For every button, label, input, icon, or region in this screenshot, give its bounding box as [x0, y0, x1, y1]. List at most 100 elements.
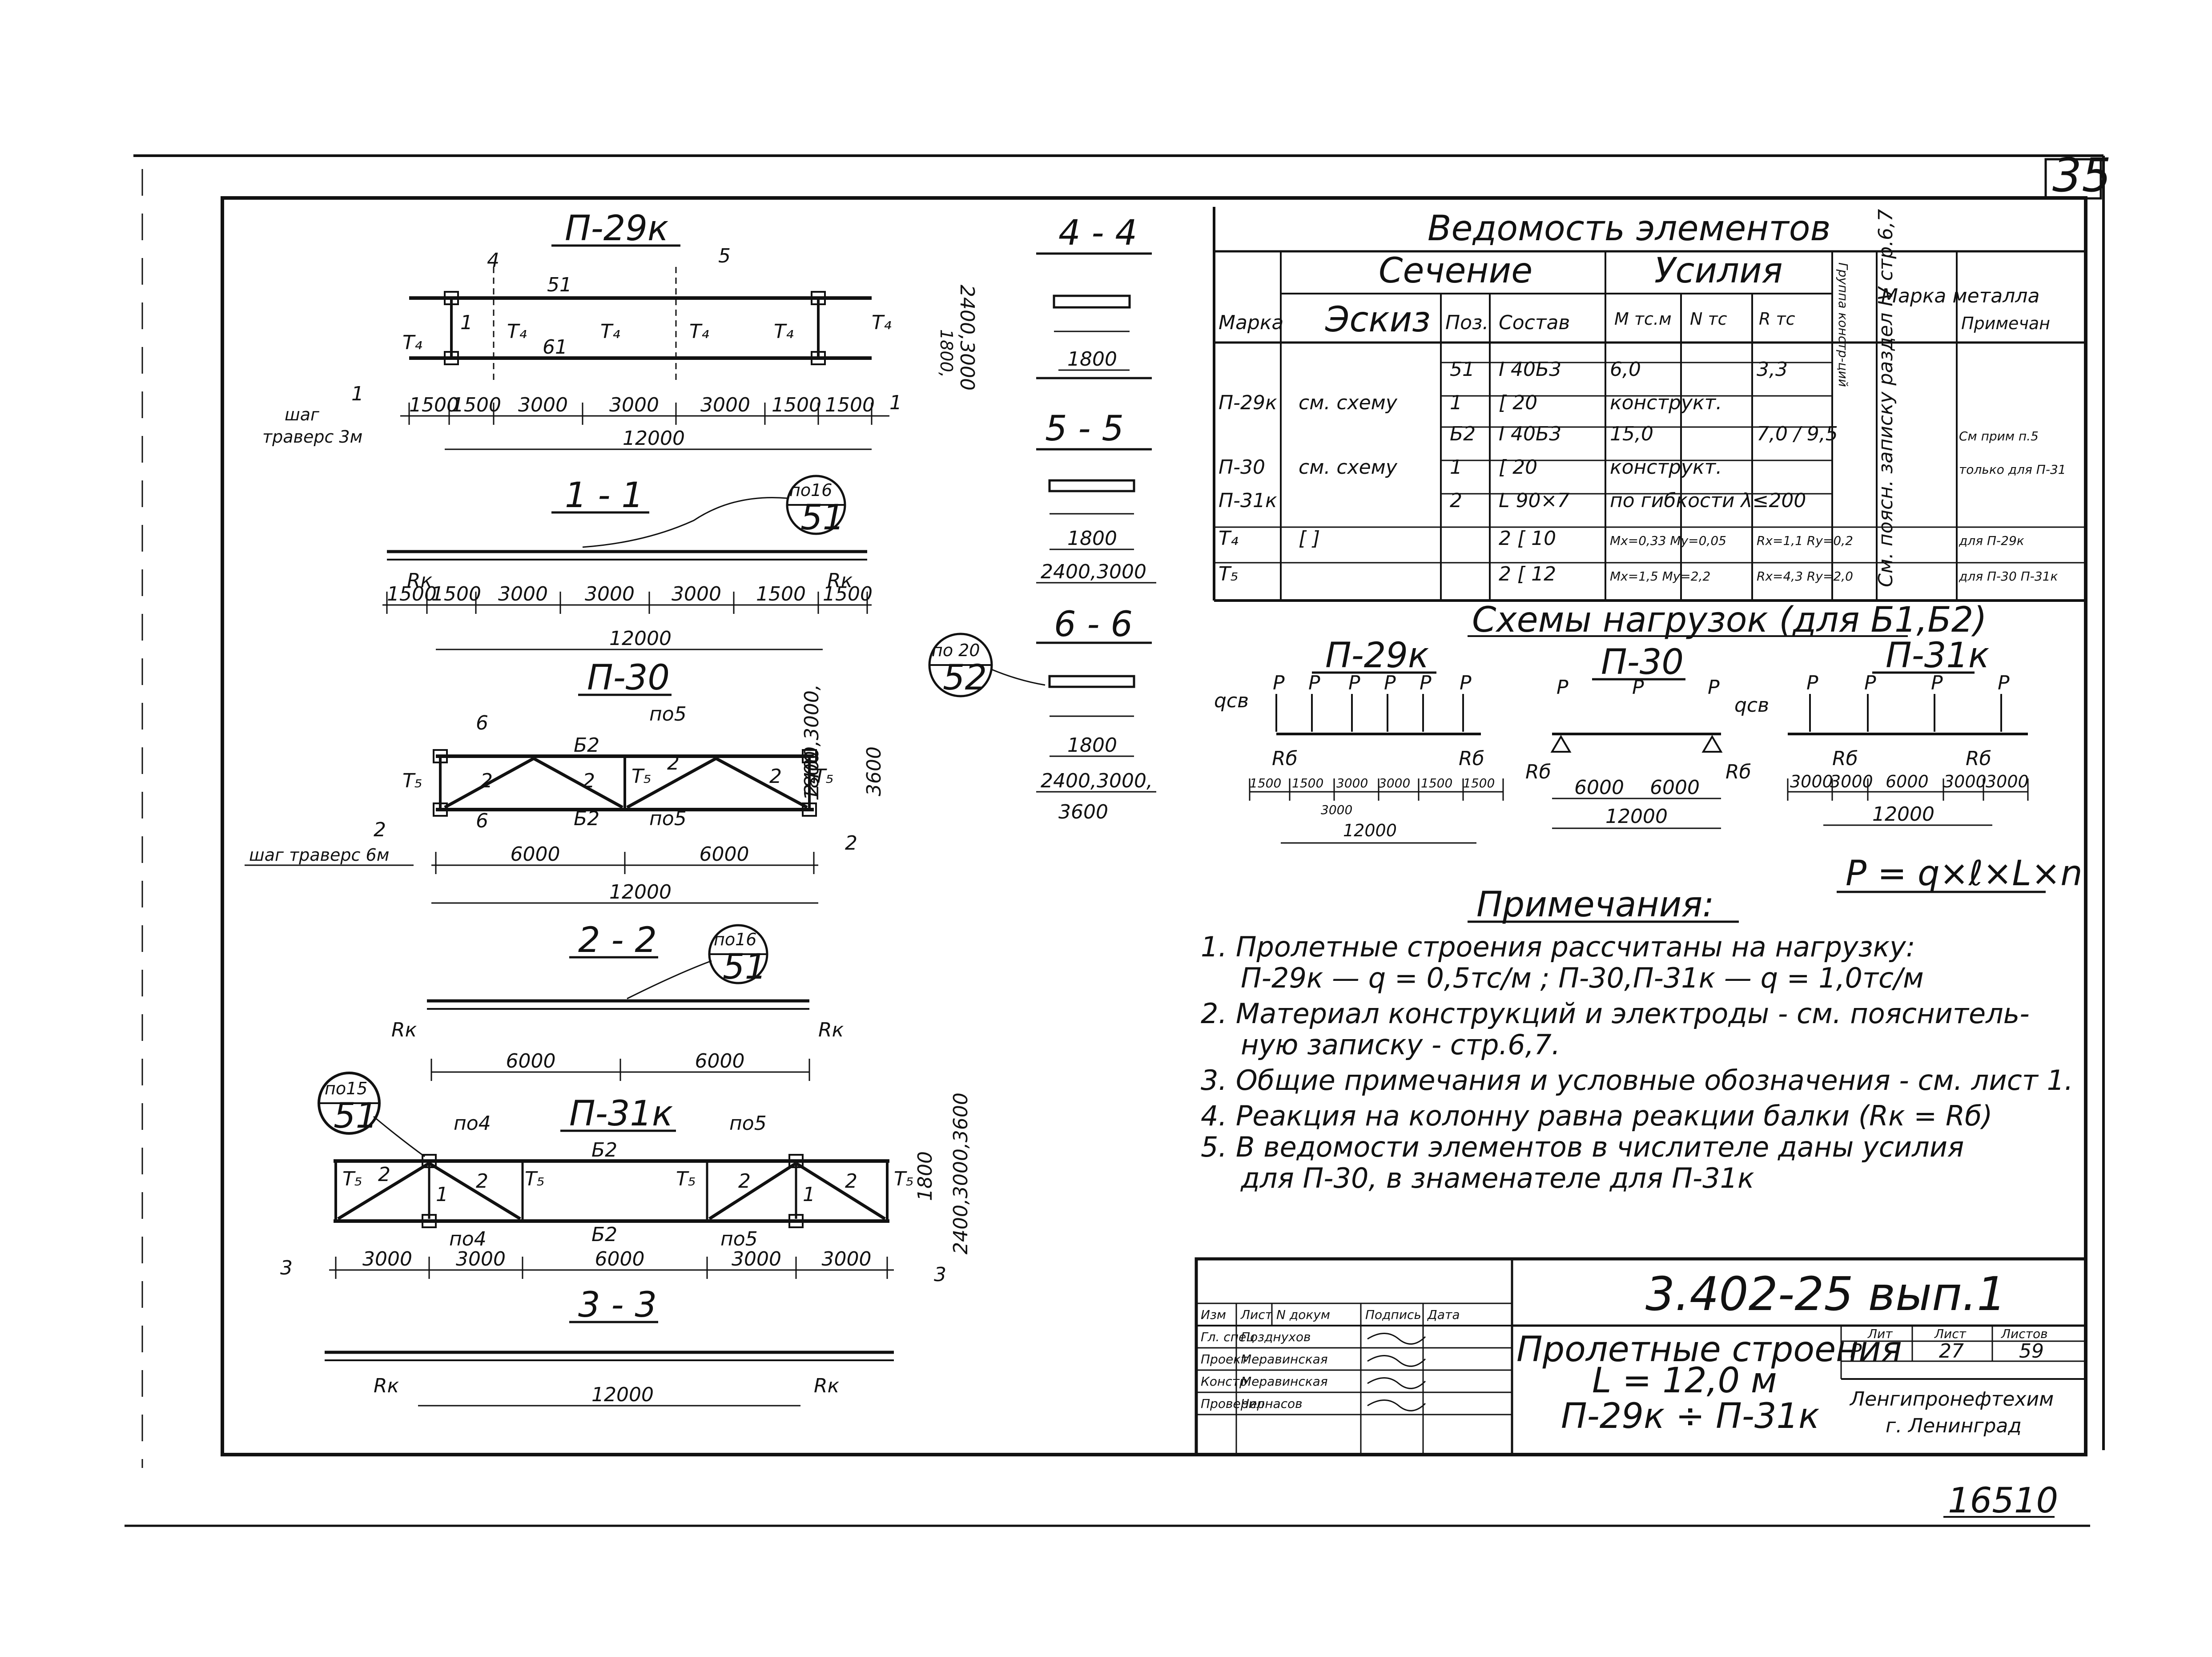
tb-signature — [1367, 1377, 1426, 1389]
p31k-h1: 1800 — [914, 1151, 937, 1201]
p29k-height2: 2400,3000 — [956, 285, 978, 391]
s33-total: 12000 — [591, 1383, 654, 1406]
sheet-number: 35 — [2052, 148, 2111, 202]
p30-cut-top: 6 — [476, 712, 488, 734]
cell-mark: T₄ — [1219, 527, 1239, 550]
p29k-step-label: шаг — [285, 405, 320, 424]
s22-dims-label: 6000 — [695, 1050, 745, 1072]
load-schemes: Схемы нагрузок (для Б1,Б2) П-29к qсв P P P… — [1214, 600, 2083, 894]
load-p30: П-30 P P P qсв Rб Rб 6000 6000 12000 — [1525, 642, 1769, 829]
notes: Примечания: 1. Пролетные строения рассчи… — [1201, 885, 2073, 1194]
load-p30-rb-left: Rб — [1525, 761, 1551, 783]
force-label: P — [1460, 672, 1472, 694]
loads-title: Схемы нагрузок (для Б1,Б2) — [1472, 600, 1987, 640]
load-p29k-dims-label: 3000 — [1379, 776, 1410, 790]
tb-person: Позднухов — [1241, 1330, 1311, 1344]
p29k-cut-a: 4 — [487, 249, 499, 272]
s11-dims-label: 3000 — [672, 583, 721, 605]
th-n: N тс — [1690, 309, 1727, 329]
s11-title: 1 - 1 — [565, 476, 643, 516]
cell-mark: П-30 — [1219, 456, 1265, 479]
load-p31k-dims-label: 3000 — [1943, 772, 1987, 791]
load-p29k-rb-right: Rб — [1459, 747, 1484, 770]
tb-role: Гл. спец — [1201, 1330, 1255, 1344]
load-p31k-total: 12000 — [1872, 803, 1934, 826]
th-section: Сечение — [1379, 251, 1532, 291]
tb-signature — [1367, 1399, 1426, 1411]
force-label: P — [1348, 672, 1360, 694]
force-label: P — [1998, 672, 2010, 694]
s22-rk-right: Rк — [818, 1019, 844, 1041]
s22-callout-top: по16 — [714, 930, 756, 949]
s44-title: 4 - 4 — [1058, 213, 1137, 253]
p31k-callout-top: по15 — [325, 1079, 367, 1098]
cell-note: См прим п.5 — [1959, 429, 2039, 443]
section-6-6: 6 - 6 по 20 52 1800 2400,3000, 3600 — [928, 605, 1156, 823]
s66-dim3: 3600 — [1058, 801, 1108, 823]
p29k-el-bot: 61 — [543, 336, 567, 359]
p31k-t-4: T₅ — [894, 1168, 914, 1190]
p30-el-bot: Б2 — [574, 807, 599, 830]
p29k-dims-label: 1500 — [451, 394, 501, 416]
drawing-p30: П-30 6 6 по5 по5 Б2 Б2 T₅ T₅ T₅ 2 2 2 2 … — [245, 658, 885, 904]
note-line: П-29к — q = 0,5тс/м ; П-30,П-31к — q = 1… — [1241, 962, 1924, 994]
th-comp: Состав — [1499, 311, 1570, 334]
tb-name2: L = 12,0 м — [1592, 1361, 1777, 1401]
load-p31k-dims-label: 3000 — [1830, 772, 1873, 791]
tb-org1: Ленгипронефтехим — [1849, 1388, 2054, 1411]
p30-ref-top: по5 — [649, 703, 687, 726]
load-p29k-rb-left: Rб — [1272, 747, 1298, 770]
tb-header-cell: Лист — [1240, 1307, 1273, 1322]
p31k-d1-right: 1 — [803, 1183, 815, 1206]
tb-header-cell: N докум — [1276, 1307, 1330, 1322]
s11-rk-right: Rк — [827, 569, 853, 592]
p31k-ref5-bot: по5 — [720, 1228, 758, 1250]
note-line: 5. В ведомости элементов в числителе дан… — [1201, 1131, 1964, 1163]
tb-header-cell: Подпись — [1365, 1307, 1421, 1322]
th-forces: Усилия — [1654, 251, 1783, 291]
s55-title: 5 - 5 — [1045, 409, 1124, 449]
tb-sheet-h: Лист — [1934, 1326, 1967, 1341]
s11-dims-label: 1500 — [387, 583, 437, 605]
load-p29k-q: qсв — [1214, 689, 1249, 712]
cell-r: 7,0 / 9,5 — [1757, 423, 1838, 445]
cell-comp: [ 20 — [1499, 456, 1537, 479]
s22-callout-bot: 51 — [723, 947, 767, 987]
s11-dims-label: 3000 — [585, 583, 635, 605]
p31k-t-3: T₅ — [676, 1168, 696, 1190]
sheet-frame — [125, 154, 2105, 1527]
s55-dim2: 2400,3000 — [1041, 560, 1146, 583]
tb-person: Чернасов — [1241, 1396, 1303, 1411]
p30-h3: 3600 — [863, 746, 885, 796]
s22-rk-left: Rк — [391, 1019, 417, 1041]
p31k-d-1: 2 — [378, 1163, 390, 1186]
cell-m: Mx=1,5 My=2,2 — [1610, 569, 1710, 584]
load-p29k-title: П-29к — [1325, 636, 1429, 676]
p31k-dims-label: 3000 — [732, 1248, 781, 1270]
p29k-sec-left: 1 — [351, 383, 364, 405]
p31k-ref4-top: по4 — [454, 1112, 491, 1135]
note-line: 1. Пролетные строения рассчитаны на нагр… — [1201, 931, 1915, 963]
load-p30-q: qсв — [1734, 694, 1769, 717]
p29k-t-label: T₄ — [402, 331, 422, 354]
force-label: P — [1806, 672, 1818, 694]
p31k-el-bot: Б2 — [591, 1223, 617, 1246]
s11-dims-label: 3000 — [498, 583, 548, 605]
load-p31k-dims-label: 3000 — [1790, 772, 1833, 791]
note-line: 4. Реакция на колонну равна реакции балк… — [1201, 1100, 1992, 1132]
tb-signature — [1367, 1355, 1426, 1367]
p31k-d-3: 2 — [738, 1170, 751, 1193]
tb-stage-h: Лит — [1867, 1326, 1893, 1341]
p30-dims-label: 6000 — [700, 843, 749, 866]
th-r: R тс — [1759, 309, 1795, 329]
cell-r: 3,3 — [1757, 358, 1788, 381]
